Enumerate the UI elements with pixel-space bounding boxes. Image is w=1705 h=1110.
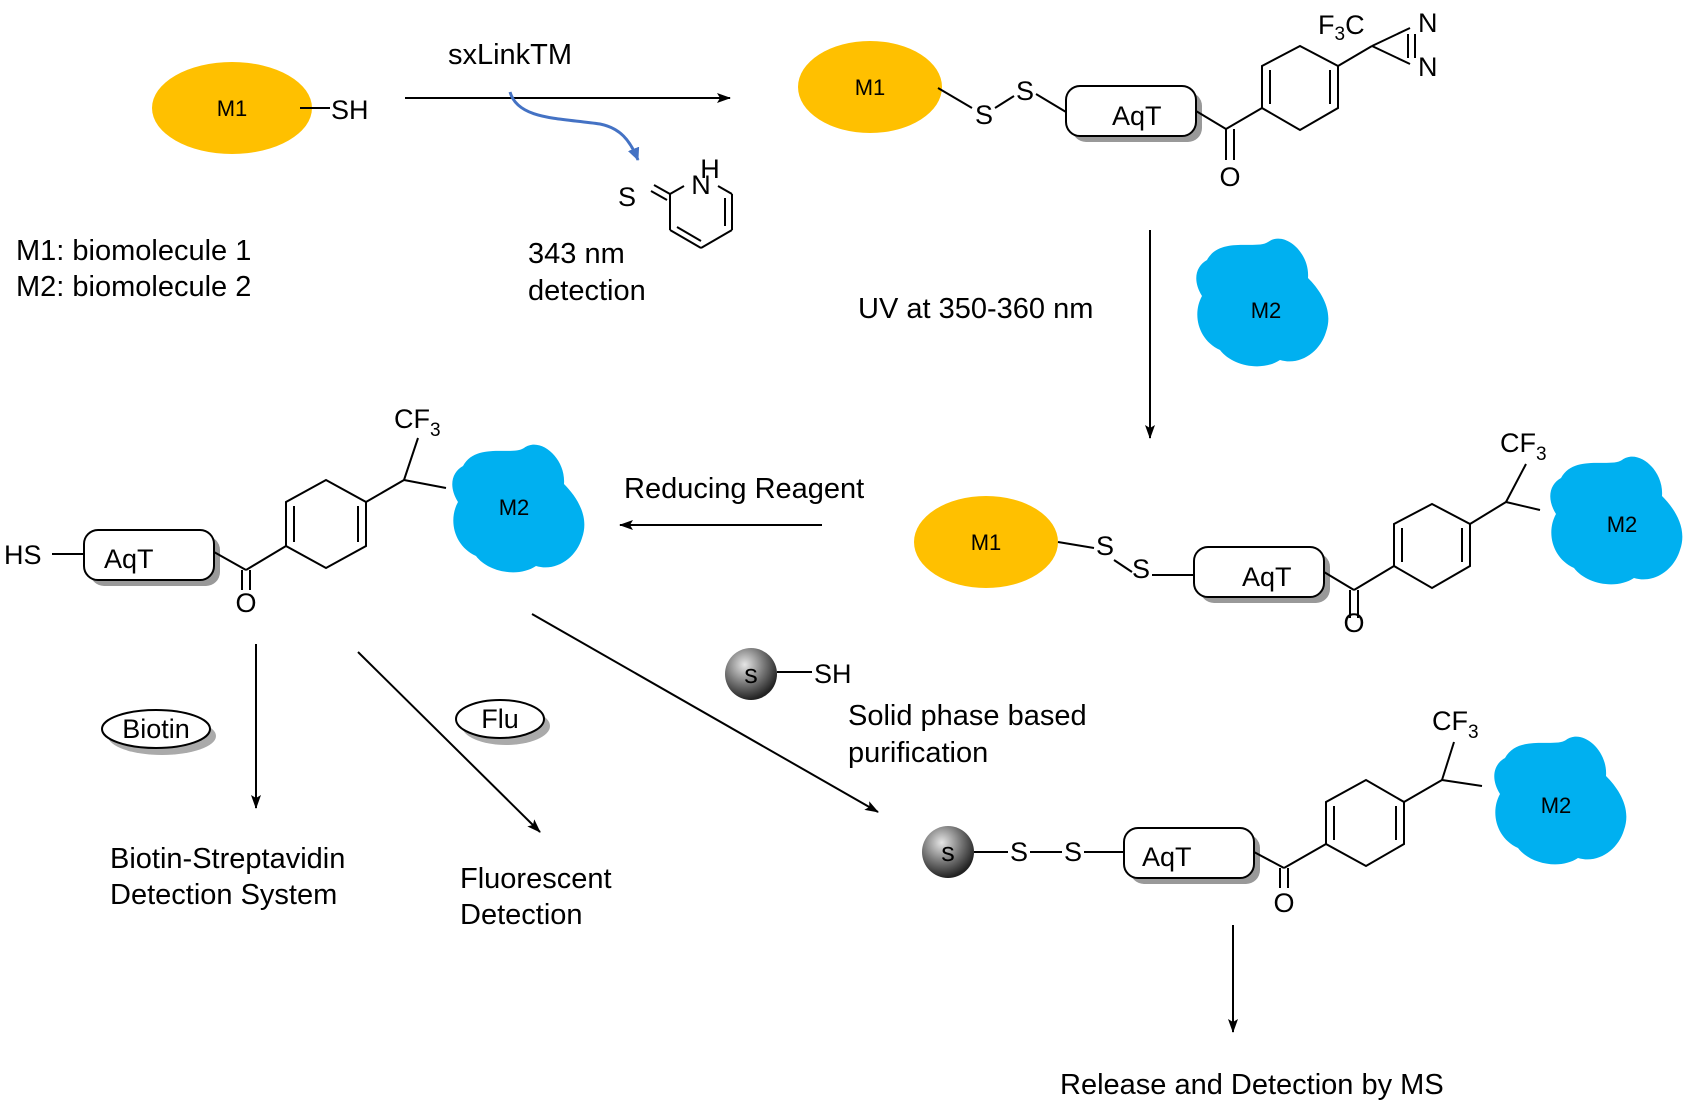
- disulfide-s2: S: [1016, 76, 1034, 106]
- svg-text:s: s: [941, 837, 955, 867]
- f3c-group: F3C: [1318, 10, 1365, 45]
- m1-label: M1: [217, 96, 248, 121]
- m1-linker-conjugate: M1 S S AqT O N N F3C: [798, 8, 1438, 192]
- m1-thiol: M1 SH: [152, 62, 369, 154]
- m2-label: M2: [499, 495, 530, 520]
- outcome-fluor-2: Detection: [460, 899, 583, 931]
- reducing-condition: Reducing Reagent: [624, 473, 864, 505]
- pyridine-h: H: [700, 154, 720, 184]
- disulfide-s2: S: [1064, 837, 1082, 867]
- byproduct-release-arrow: [508, 91, 640, 161]
- solid-bead: [725, 648, 777, 700]
- crosslinked-complex: M1 S S AqT O CF3: [914, 428, 1547, 638]
- carbonyl-o: O: [1219, 162, 1240, 192]
- m2-label: M2: [1251, 298, 1282, 323]
- svg-text:Flu: Flu: [481, 704, 519, 734]
- flu-tag: Flu: [455, 699, 550, 745]
- disulfide-s1: S: [1096, 531, 1114, 561]
- solid-support-thiol: s SH: [725, 648, 852, 700]
- cf3-group: CF3: [1500, 428, 1547, 465]
- solid-phase-label-2: purification: [848, 737, 988, 769]
- m1-label: M1: [855, 75, 886, 100]
- m1-ellipse: [152, 62, 312, 154]
- outcome-biotin-2: Detection System: [110, 879, 337, 911]
- thione-s: S: [618, 182, 636, 212]
- cf3-group: CF3: [1432, 706, 1479, 743]
- solid-bead: [922, 826, 974, 878]
- arrow-to-fluor: [357, 651, 541, 833]
- biotin-tag: Biotin: [101, 709, 216, 755]
- outcome-biotin-1: Biotin-Streptavidin: [110, 843, 345, 875]
- cf3-group: CF3: [394, 404, 441, 441]
- hs-group: HS: [4, 540, 42, 570]
- reduced-thiol-product: HS AqT O CF3: [4, 404, 447, 618]
- m1-ellipse: [914, 496, 1058, 588]
- svg-text:SH: SH: [814, 659, 852, 689]
- carbonyl-o: O: [1343, 608, 1364, 638]
- outcome-ms: Release and Detection by MS: [1060, 1069, 1444, 1101]
- byproduct-label-1: 343 nm: [528, 238, 625, 270]
- outcome-fluor-1: Fluorescent: [460, 863, 612, 895]
- carbonyl-o: O: [235, 588, 256, 618]
- byproduct-label-2: detection: [528, 275, 646, 307]
- disulfide-s2: S: [1132, 554, 1150, 584]
- m1-label: M1: [971, 530, 1002, 555]
- disulfide-s1: S: [975, 100, 993, 130]
- arrow-to-solid-phase: [531, 613, 879, 813]
- diazirine-n2: N: [1418, 52, 1438, 82]
- m2-label: M2: [1541, 793, 1572, 818]
- diazirine-n1: N: [1418, 8, 1438, 38]
- m1-ellipse: [798, 41, 942, 133]
- svg-text:Biotin: Biotin: [122, 714, 190, 744]
- disulfide-s1: S: [1010, 837, 1028, 867]
- immobilized-complex: s S S AqT O CF3: [922, 706, 1483, 918]
- reagent-label: sxLinkTM: [448, 39, 572, 71]
- pyridine-n: N: [691, 170, 711, 200]
- legend-m1: M1: biomolecule 1: [16, 235, 251, 267]
- aqt-label: AqT: [1112, 101, 1162, 131]
- uv-condition: UV at 350-360 nm: [858, 293, 1093, 325]
- legend-m2: M2: biomolecule 2: [16, 271, 251, 303]
- sh-group: SH: [331, 95, 369, 125]
- aqt-label: AqT: [104, 544, 154, 574]
- carbonyl-o: O: [1273, 888, 1294, 918]
- aqt-box: [83, 529, 215, 581]
- aqt-label: AqT: [1142, 842, 1192, 872]
- pyridinethione-molecule: S N H: [618, 154, 733, 249]
- aqt-label: AqT: [1242, 562, 1292, 592]
- solid-phase-label-1: Solid phase based: [848, 700, 1087, 732]
- svg-text:s: s: [744, 659, 758, 689]
- m2-label: M2: [1607, 512, 1638, 537]
